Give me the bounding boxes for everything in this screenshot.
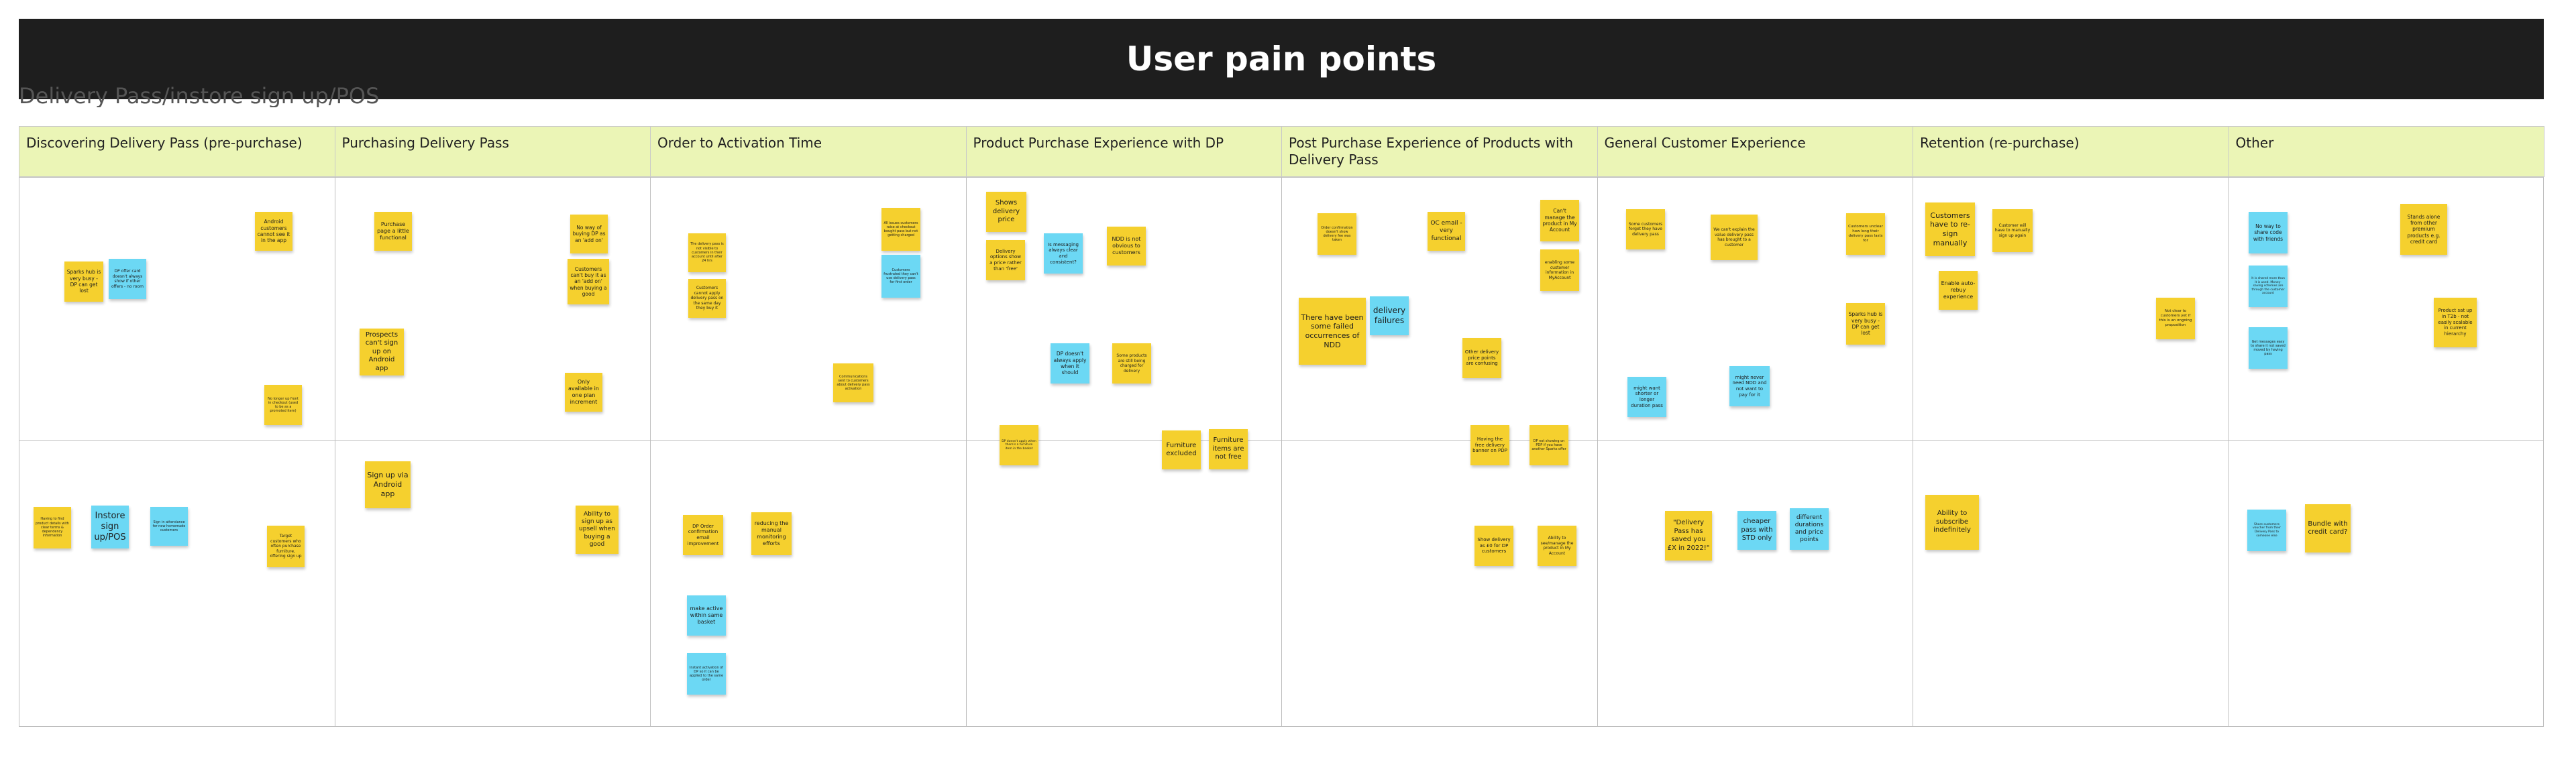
sticky-note[interactable]: Shows delivery price — [986, 192, 1026, 232]
sticky-note[interactable]: There have been some failed occurrences … — [1299, 298, 1366, 365]
sticky-note[interactable]: Customers have to re-sign manually — [1925, 202, 1975, 256]
sticky-note[interactable]: Some customers forget they have delivery… — [1626, 209, 1665, 249]
sticky-note[interactable]: All issues customers raise at checkout b… — [881, 208, 920, 251]
sticky-note[interactable]: Show delivery as £0 for DP customers — [1474, 526, 1513, 566]
column-header-7: Retention (re-purchase) — [1913, 126, 2229, 177]
sticky-note[interactable]: No way to share code with friends — [2249, 212, 2288, 253]
sticky-note[interactable]: DP not showing on PDP if you have anothe… — [1529, 425, 1568, 465]
sticky-note[interactable]: Ability to subscribe indefinitely — [1925, 495, 1979, 550]
sticky-note[interactable]: Is messaging always clear and consistent… — [1044, 233, 1083, 274]
sticky-note[interactable]: Purchase page a little functional — [374, 212, 412, 251]
sticky-note[interactable]: Can't manage the product in My Account — [1540, 200, 1579, 241]
column-header-1: Discovering Delivery Pass (pre-purchase) — [19, 126, 335, 177]
sticky-note[interactable]: Instore sign up/POS — [91, 506, 129, 548]
sticky-note[interactable]: Delivery options show a price rather tha… — [986, 240, 1025, 280]
column-header-5: Post Purchase Experience of Products wit… — [1281, 126, 1598, 177]
sticky-note[interactable]: DP Order confirmation email improvement — [683, 515, 723, 555]
sticky-note[interactable]: reducing the manual monitoring efforts — [751, 512, 792, 555]
sticky-note[interactable]: Other delivery price points are confusin… — [1462, 338, 1501, 378]
sticky-note[interactable]: enabling some customer information in My… — [1540, 249, 1579, 291]
sticky-note[interactable]: Sign up via Android app — [365, 461, 411, 508]
sticky-note[interactable]: Customer will have to manually sign up a… — [1992, 209, 2033, 252]
column-divider — [1597, 177, 1598, 727]
sticky-note[interactable]: Sparks hub is very busy - DP can get los… — [64, 261, 103, 302]
column-header-2: Purchasing Delivery Pass — [334, 126, 651, 177]
sticky-note[interactable]: Customers frustrated they can't use deli… — [881, 255, 920, 298]
sticky-note[interactable]: Share customers voucher from their Deliv… — [2247, 510, 2286, 551]
sticky-note[interactable]: Having to find product details with clea… — [34, 507, 71, 548]
sticky-note[interactable]: Bundle with credit card? — [2305, 504, 2351, 552]
board-subtitle: Delivery Pass/instore sign up/POS — [19, 80, 623, 107]
pain-points-board: Discovering Delivery Pass (pre-purchase)… — [19, 126, 2544, 727]
sticky-note[interactable]: Having the free delivery banner on PDP — [1470, 425, 1509, 465]
sticky-note[interactable]: DP offer card doesn't always show if oth… — [109, 259, 146, 299]
sticky-note[interactable]: No way of buying DP as an 'add on' — [570, 215, 608, 253]
sticky-note[interactable]: Order confirmation doesn't show delivery… — [1318, 213, 1356, 255]
sticky-note[interactable]: DP doesn't apply when there's a furnitur… — [1000, 425, 1038, 465]
sticky-note[interactable]: Prospects can't sign up on Android app — [360, 329, 404, 375]
title-banner: User pain points — [19, 19, 2544, 99]
column-header-3: Order to Activation Time — [650, 126, 967, 177]
sticky-note[interactable]: We can't explain the value delivery pass… — [1711, 215, 1758, 260]
column-divider — [1281, 177, 1282, 727]
sticky-note[interactable]: Android customers cannot see it in the a… — [255, 212, 292, 251]
sticky-note[interactable]: Ability to sign up as upsell when buying… — [576, 506, 619, 554]
sticky-note[interactable]: Instant activation of DP so it can be ap… — [687, 653, 726, 695]
sticky-note[interactable]: It is shared more than it is used. Money… — [2249, 266, 2288, 307]
sticky-note[interactable]: Get messages easy to share it not saved … — [2249, 327, 2288, 369]
sticky-note[interactable]: different durations and price points — [1790, 508, 1829, 550]
sticky-note[interactable]: Only available in one plan increment — [565, 373, 602, 412]
sticky-note[interactable]: The delivery pass is not visible to cust… — [688, 233, 726, 272]
column-header-4: Product Purchase Experience with DP — [965, 126, 1282, 177]
sticky-note[interactable]: might never need NDD and not want to pay… — [1729, 366, 1770, 406]
sticky-note[interactable]: Ability to see/manage the product in My … — [1538, 526, 1576, 566]
sticky-note[interactable]: Not clear to customers yet if this is an… — [2156, 298, 2195, 339]
sticky-note[interactable]: Sign in attendance for new homemade cust… — [150, 507, 188, 546]
board-subtitle-text: Delivery Pass/instore sign up/POS — [19, 83, 380, 107]
sticky-note[interactable]: Target customers who often purchase furn… — [267, 526, 305, 567]
sticky-note[interactable]: make active within same basket — [687, 595, 726, 636]
sticky-note[interactable]: cheaper pass with STD only — [1737, 511, 1776, 550]
sticky-note[interactable]: Furniture excluded — [1162, 430, 1201, 469]
sticky-note[interactable]: Sparks hub is very busy - DP can get los… — [1846, 303, 1885, 345]
column-divider — [650, 177, 651, 727]
column-divider — [965, 177, 967, 727]
sticky-note[interactable]: "Delivery Pass has saved you £X in 2022!… — [1665, 511, 1712, 561]
sticky-note[interactable]: DP doesn't always apply when it should — [1051, 343, 1089, 384]
sticky-note[interactable]: NDD is not obvious to customers — [1107, 227, 1146, 266]
sticky-note[interactable]: OC email - very functional — [1428, 212, 1465, 251]
sticky-note[interactable]: No longer up front in checkout (used to … — [264, 385, 302, 425]
column-header-6: General Customer Experience — [1597, 126, 1913, 177]
sticky-note[interactable]: delivery failures — [1370, 296, 1409, 335]
sticky-note[interactable]: Product sat up in T2b - not easily scala… — [2434, 298, 2477, 347]
sticky-note[interactable]: Furniture items are not free — [1209, 429, 1248, 469]
board-title: User pain points — [1126, 40, 1437, 78]
sticky-note[interactable]: Stands alone from other premium products… — [2400, 204, 2447, 255]
sticky-note[interactable]: Customers can't buy it as an 'add on' wh… — [568, 259, 609, 304]
sticky-note[interactable]: Communications sent to customers about d… — [833, 363, 873, 402]
sticky-note[interactable]: Customers unclear how long their deliver… — [1846, 213, 1885, 255]
sticky-note[interactable]: Enable auto-rebuy experience — [1939, 271, 1978, 310]
sticky-note[interactable]: Customers cannot apply delivery pass on … — [688, 279, 726, 318]
sticky-note[interactable]: Some products are still being charged fo… — [1112, 343, 1151, 384]
column-header-8: Other — [2228, 126, 2544, 177]
sticky-note[interactable]: might want shorter or longer duration pa… — [1627, 377, 1666, 417]
